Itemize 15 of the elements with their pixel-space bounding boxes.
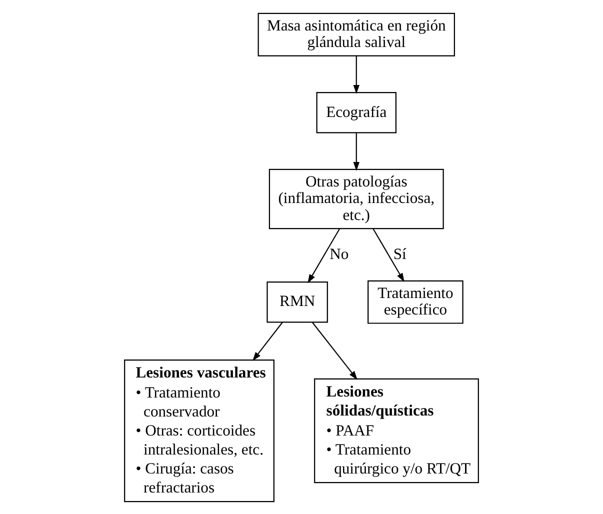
arrow <box>353 56 360 94</box>
arrow <box>308 228 340 283</box>
node-box: Lesiones sólidas/quísticas • PAAF • Tratamiento quirúrgico y/o RT/QT <box>314 378 479 483</box>
edge-label: Sí <box>393 245 406 262</box>
edge-label: No <box>330 245 349 262</box>
arrow <box>312 322 358 380</box>
node-box: Lesiones vasculares • Tratamiento conservador • Otras: corticoides intralesionales, etc. • Cirugía: casos refractarios <box>124 358 274 502</box>
arrow <box>353 132 360 170</box>
node-box: Tratamiento específico <box>368 280 464 324</box>
node-box: RMN <box>266 280 328 322</box>
arrow <box>372 228 404 282</box>
arrow <box>252 322 283 360</box>
node-box: Masa asintomática en región glándula salival <box>258 12 455 56</box>
node-box: Otras patologías (inflamatoria, infecciosa, etc.) <box>268 168 444 229</box>
node-box: Ecografía <box>316 92 396 133</box>
